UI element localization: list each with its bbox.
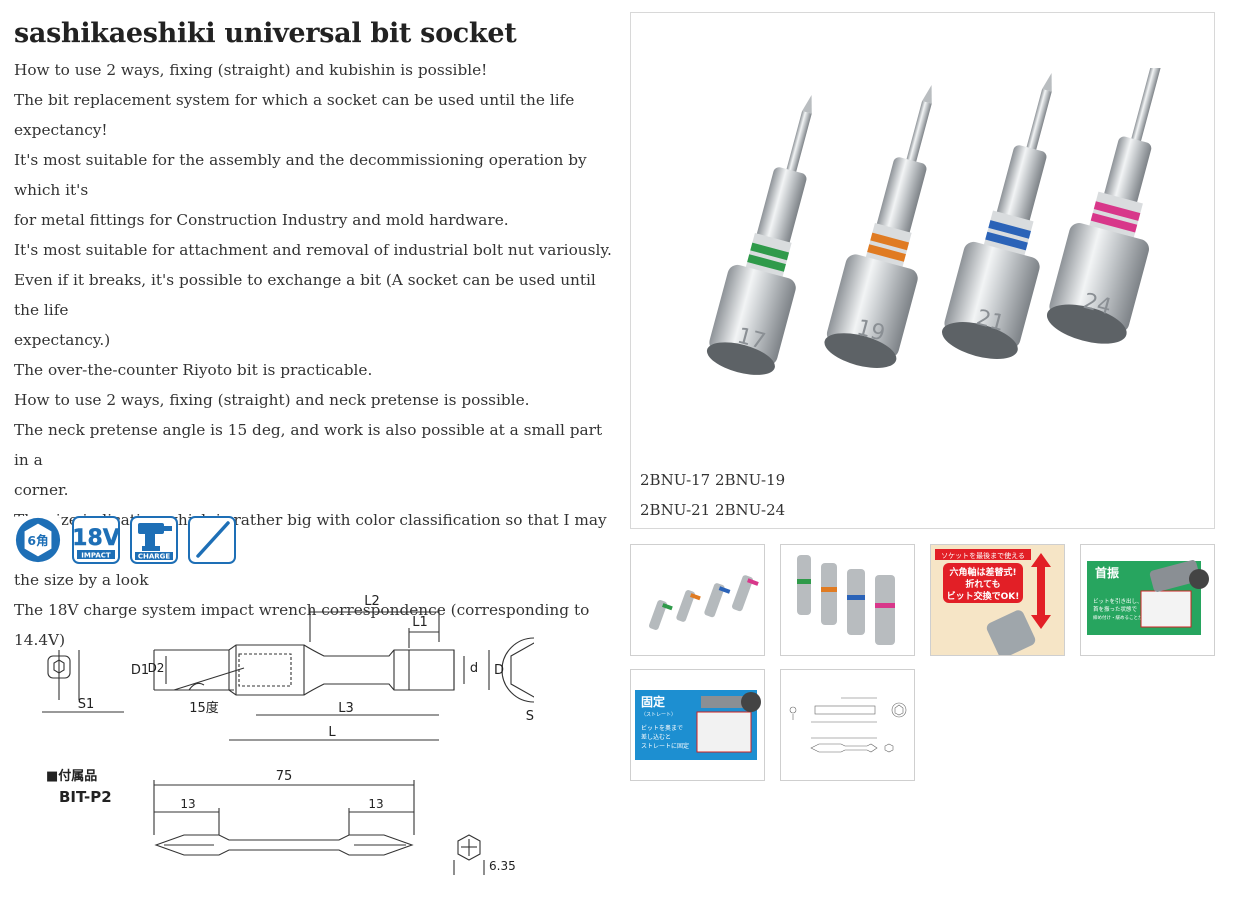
- bit-hex-size: 6.35: [489, 859, 516, 873]
- description-line: The 18V charge system impact wrench corr…: [14, 601, 590, 649]
- thumb4-title: 首振: [1095, 565, 1119, 580]
- dim-s1: S1: [78, 697, 95, 712]
- thumb3-line4: ビット交換でOK!: [947, 590, 1020, 602]
- thumbnail-2[interactable]: [780, 544, 915, 656]
- description-line: How to use 2 ways, fixing (straight) and…: [14, 61, 488, 79]
- description-line: for metal fittings for Construction Indu…: [14, 211, 509, 229]
- dim-l2: L2: [364, 594, 380, 609]
- product-description: How to use 2 ways, fixing (straight) and…: [14, 55, 614, 655]
- description-line: Even if it breaks, it's possible to exch…: [14, 271, 596, 319]
- thumb5-title: 固定: [641, 694, 665, 709]
- product-title: sashikaeshiki universal bit socket: [14, 18, 517, 49]
- dim-l: L: [328, 725, 336, 740]
- caption-line: 2BNU-17 2BNU-19: [640, 471, 786, 489]
- thumb4-text3: 締め付け・緩めることができます: [1093, 614, 1161, 621]
- thumb5-text3: ストレートに固定: [641, 742, 689, 750]
- thumbnail-4[interactable]: 首振 ビットを引き出し、 首を振った状態で 締め付け・緩めることができます: [1080, 544, 1215, 656]
- thumbnail-5[interactable]: 固定 （ストレート） ビットを奥まで 差し込むと ストレートに固定: [630, 669, 765, 781]
- bit-tip-right: 13: [368, 797, 383, 811]
- dim-s2: S2: [526, 709, 534, 724]
- dim-l1: L1: [412, 615, 428, 630]
- thumb4-text1: ビットを引き出し、: [1093, 597, 1143, 605]
- dim-d-small: d: [470, 661, 478, 676]
- voltage-label: 18V: [74, 526, 118, 551]
- voltage-18v-icon: 18V IMPACT: [72, 516, 120, 564]
- dim-d1: D1: [131, 663, 149, 678]
- thumb3-line1: ソケットを最後まで使える: [941, 551, 1025, 560]
- feature-badges: 6角 18V IMPACT CHARGE: [14, 516, 236, 564]
- description-line: The neck pretense angle is 15 deg, and w…: [14, 421, 603, 469]
- thumbnail-6[interactable]: [780, 669, 915, 781]
- description-line: the size by a look: [14, 571, 149, 589]
- thumb4-text2: 首を振った状態で: [1093, 605, 1138, 613]
- thumb3-line3: 折れても: [965, 578, 1000, 590]
- dim-angle: 15度: [189, 700, 219, 716]
- charge-drill-icon: CHARGE: [130, 516, 178, 564]
- accessory-name: BIT-P2: [59, 788, 112, 806]
- dim-l3: L3: [338, 701, 354, 716]
- dim-d2: D2: [148, 661, 165, 675]
- description-line: It's most suitable for attachment and re…: [14, 241, 612, 259]
- bit-length: 75: [276, 769, 293, 784]
- socket-set-illustration: 17 19 21: [706, 68, 1162, 375]
- technical-drawing: L2 L1 L3 L D1 D2 d D S1 S2 15度 ■付属品 BIT-…: [14, 590, 567, 894]
- description-line: corner.: [14, 481, 69, 499]
- description-line: It's most suitable for the assembly and …: [14, 151, 587, 199]
- main-product-image[interactable]: 17 19 21: [630, 12, 1215, 529]
- thumb3-line2: 六角軸は差替式!: [949, 566, 1016, 578]
- product-info: sashikaeshiki universal bit socket How t…: [14, 18, 614, 655]
- thumbnail-3[interactable]: ソケットを最後まで使える 六角軸は差替式! 折れても ビット交換でOK!: [930, 544, 1065, 656]
- bit-tip-left: 13: [180, 797, 195, 811]
- hex-drive-icon: 6角: [14, 516, 62, 564]
- charge-label: CHARGE: [138, 553, 171, 561]
- description-line: expectancy.): [14, 331, 111, 349]
- description-line: The bit replacement system for which a s…: [14, 91, 575, 139]
- description-line: The over-the-counter Riyoto bit is pract…: [14, 361, 373, 379]
- thumb5-text2: 差し込むと: [641, 733, 671, 741]
- caption-line: 2BNU-21 2BNU-24: [640, 501, 786, 519]
- hex-drive-label: 6角: [27, 533, 48, 548]
- thumb5-text1: ビットを奥まで: [641, 724, 683, 732]
- angle-icon: [188, 516, 236, 564]
- thumbnail-1[interactable]: [630, 544, 765, 656]
- description-line: How to use 2 ways, fixing (straight) and…: [14, 391, 530, 409]
- dim-d-big: D: [494, 663, 504, 678]
- thumb5-sub: （ストレート）: [641, 712, 676, 718]
- impact-label: IMPACT: [81, 552, 111, 560]
- accessory-heading: ■付属品: [46, 768, 97, 784]
- image-caption: 2BNU-17 2BNU-19 2BNU-21 2BNU-24: [640, 465, 785, 525]
